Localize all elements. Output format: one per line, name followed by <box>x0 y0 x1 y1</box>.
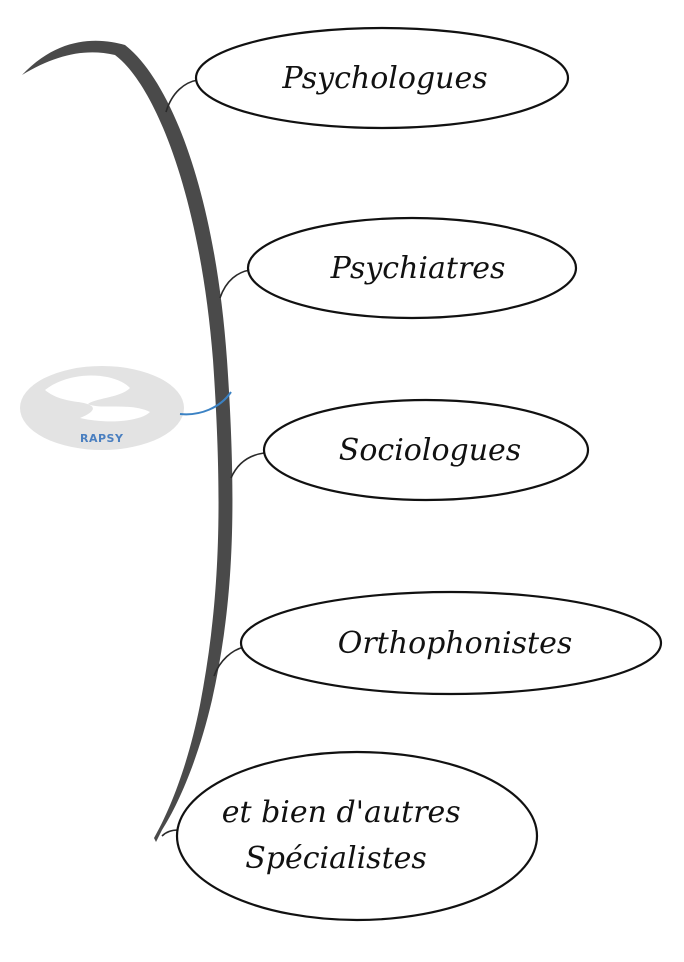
node-label-line: Sociologues <box>339 433 521 468</box>
node-label-line: et bien d'autres <box>222 795 461 830</box>
node-ellipse <box>239 590 663 696</box>
node-connector <box>230 452 265 479</box>
node-label-line: Orthophonistes <box>338 626 572 661</box>
logo-hands-shape <box>45 375 150 422</box>
node-ellipse <box>194 26 570 130</box>
node-label: Psychologues <box>281 61 487 96</box>
node-orthophonistes: Orthophonistes <box>213 590 663 696</box>
node-connector <box>219 269 251 299</box>
logo-connector <box>179 391 232 416</box>
node-label-line: Spécialistes <box>245 841 427 876</box>
node-label: Psychiatres <box>330 251 506 286</box>
logo-text: RAPSY <box>80 432 124 445</box>
rapsy-logo: RAPSY <box>20 366 232 450</box>
node-label-line: Psychiatres <box>330 251 506 286</box>
node-label: et bien d'autres Spécialistes <box>222 795 471 876</box>
node-label: Orthophonistes <box>338 626 572 661</box>
node-ellipse <box>262 398 590 502</box>
node-other-specialists: et bien d'autres Spécialistes <box>161 750 539 922</box>
node-ellipse <box>175 750 539 922</box>
node-psychiatres: Psychiatres <box>219 216 578 320</box>
node-label: Sociologues <box>339 433 521 468</box>
node-connector <box>165 79 199 113</box>
node-label-line: Psychologues <box>281 61 487 96</box>
node-psychologues: Psychologues <box>165 26 570 130</box>
node-connector <box>161 829 179 837</box>
node-sociologues: Sociologues <box>230 398 590 502</box>
node-ellipse <box>246 216 578 320</box>
